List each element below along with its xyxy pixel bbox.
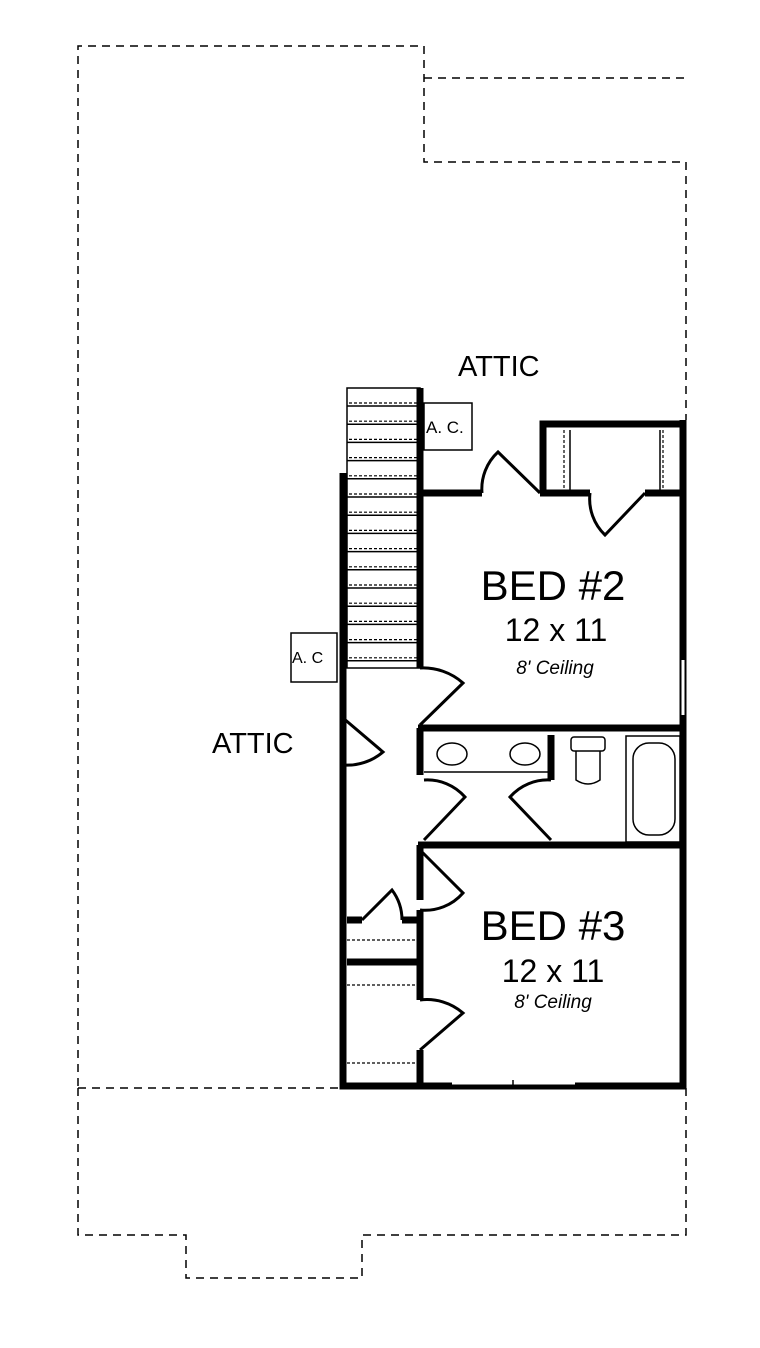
room-bed-3: BED #3 12 x 11 8' Ceiling [481, 902, 626, 1013]
room-size: 12 x 11 [502, 953, 605, 989]
bathroom-fixtures [424, 735, 681, 843]
sink-icon [436, 742, 468, 766]
walls [339, 388, 687, 1090]
toilet-icon [570, 736, 606, 785]
attic-outline [77, 45, 687, 1279]
room-ceiling: 8' Ceiling [514, 992, 592, 1013]
room-bed-2: BED #2 12 x 11 8' Ceiling [481, 562, 626, 679]
ac-label: A. C. [426, 418, 464, 437]
stairs [346, 387, 421, 669]
room-name: BED #2 [481, 562, 626, 609]
attic-label: ATTIC [212, 728, 294, 760]
ac-label: A. C [292, 650, 323, 667]
ac-unit-lower: A. C [290, 632, 338, 683]
sink-icon [509, 742, 541, 766]
room-name: BED #3 [481, 902, 626, 949]
doors [341, 430, 664, 1064]
room-ceiling: 8' Ceiling [516, 658, 594, 679]
attic-label: ATTIC [458, 351, 540, 383]
ac-unit-upper: A. C. [423, 402, 473, 451]
room-size: 12 x 11 [505, 612, 608, 648]
bathtub-icon [625, 735, 681, 843]
